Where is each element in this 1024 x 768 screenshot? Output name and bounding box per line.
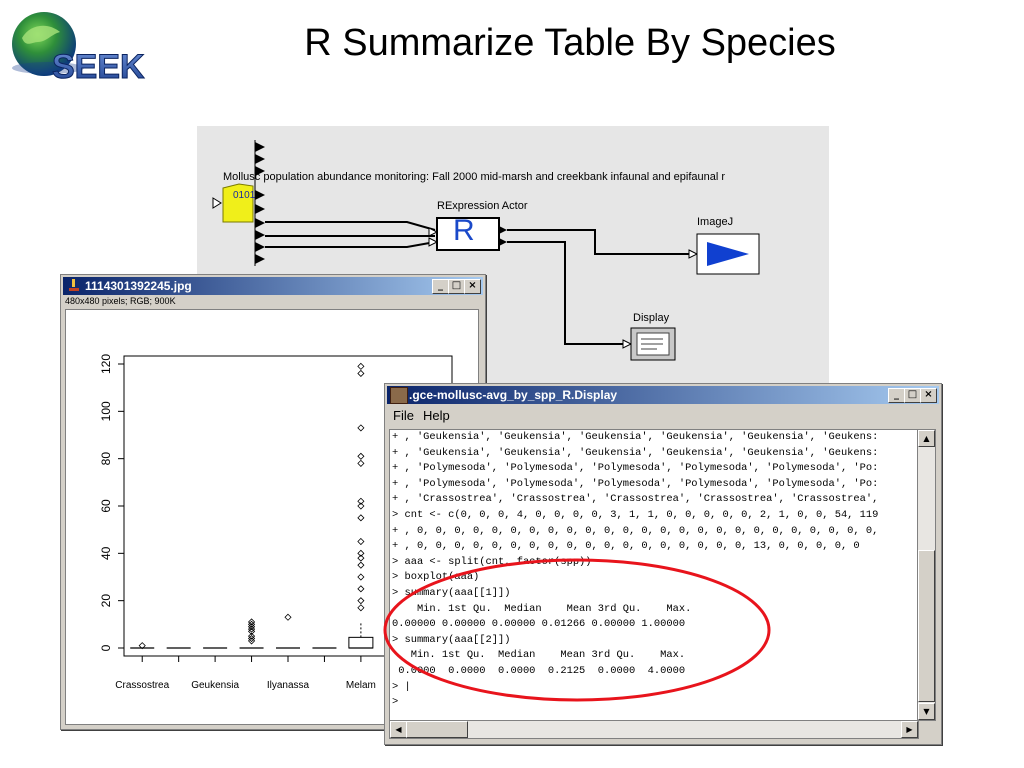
scroll-thumb[interactable]	[918, 550, 935, 702]
y-tick-label: 80	[99, 452, 113, 466]
r-display-window: .gce-mollusc-avg_by_spp_R.Display _ □ × …	[384, 383, 942, 745]
close-button[interactable]: ×	[464, 279, 481, 294]
maximize-button[interactable]: □	[904, 388, 921, 403]
outlier-point	[357, 362, 365, 370]
display-label: Display	[633, 312, 670, 324]
console-line: Min. 1st Qu. Median Mean 3rd Qu. Max.	[392, 649, 686, 662]
outlier-point	[247, 618, 256, 626]
console-line: > summary(aaa[[1]])	[392, 586, 511, 599]
console-line: + , 0, 0, 0, 0, 0, 0, 0, 0, 0, 0, 0, 0, …	[392, 524, 879, 537]
scroll-left-button[interactable]: ◀	[390, 721, 407, 738]
y-tick-label: 40	[99, 546, 113, 560]
kepler-window-icon	[390, 387, 408, 404]
outlier-point	[357, 514, 365, 522]
image-info: 480x480 pixels; RGB; 900K	[65, 296, 176, 306]
outlier-point	[357, 604, 365, 612]
outlier-point	[247, 632, 256, 640]
y-tick-label: 100	[99, 401, 113, 421]
console-line: + , 'Geukensia', 'Geukensia', 'Geukensia…	[392, 446, 879, 459]
scroll-down-button[interactable]: ▼	[918, 703, 935, 720]
outlier-point	[284, 613, 292, 621]
vertical-scrollbar[interactable]: ▲ ▼	[917, 429, 936, 721]
outlier-point	[357, 573, 365, 581]
console-line: > cnt <- c(0, 0, 0, 4, 0, 0, 0, 0, 3, 1,…	[392, 508, 879, 521]
imagej-play-icon	[707, 242, 749, 266]
close-button[interactable]: ×	[920, 388, 937, 403]
rexpression-actor-box	[436, 217, 500, 251]
menu-bar: File Help	[387, 406, 939, 426]
scroll-right-button[interactable]: ▶	[901, 721, 918, 738]
horizontal-scrollbar[interactable]: ◀ ▶	[389, 720, 919, 739]
image-window-title: 1114301392245.jpg	[85, 279, 192, 293]
image-window-titlebar[interactable]: 1114301392245.jpg _ □ ×	[63, 277, 483, 295]
console-line: + , 'Crassostrea', 'Crassostrea', 'Crass…	[392, 493, 879, 506]
outlier-point	[357, 459, 365, 467]
dataset-icon-label: 0101	[233, 190, 256, 201]
outlier-point	[247, 634, 256, 643]
console-line: Min. 1st Qu. Median Mean 3rd Qu. Max.	[392, 602, 692, 615]
r-actor-icon[interactable]: R	[453, 214, 475, 247]
x-tick-label: Geukensia	[191, 680, 239, 691]
console-line: > |	[392, 680, 411, 693]
console-line: + , 0, 0, 0, 0, 0, 0, 0, 0, 0, 0, 0, 0, …	[392, 540, 860, 553]
outlier-point	[357, 424, 365, 432]
highlight-ellipse	[383, 558, 771, 702]
dataset-output-ports	[255, 142, 265, 264]
r-window-title: .gce-mollusc-avg_by_spp_R.Display	[409, 388, 618, 402]
outlier-point	[357, 554, 365, 562]
minimize-button[interactable]: _	[888, 388, 905, 403]
outlier-point	[357, 452, 365, 460]
image-window: 1114301392245.jpg _ □ × 480x480 pixels; …	[60, 274, 486, 730]
menu-file[interactable]: File	[393, 408, 414, 423]
console-line: + , 'Geukensia', 'Geukensia', 'Geukensia…	[392, 431, 879, 443]
outlier-point	[357, 597, 365, 605]
slide-title: R Summarize Table By Species	[304, 22, 836, 64]
imagej-label: ImageJ	[697, 216, 734, 228]
x-tick-label: Melam	[346, 680, 376, 691]
console-line: > summary(aaa[[2]])	[392, 633, 511, 646]
box	[348, 636, 374, 649]
minimize-button[interactable]: _	[432, 279, 449, 294]
y-tick-label: 120	[99, 354, 113, 374]
outlier-point	[357, 497, 365, 505]
workflow-diagram	[212, 140, 760, 361]
seek-logo: SEEK	[12, 12, 146, 87]
x-tick-label: Ilyanassa	[267, 680, 310, 691]
dataset-folder-icon	[222, 183, 254, 223]
scroll-up-button[interactable]: ▲	[918, 430, 935, 447]
outlier-point	[357, 502, 365, 510]
rexpression-label: RExpression Actor	[437, 200, 528, 212]
console-line: + , 'Polymesoda', 'Polymesoda', 'Polymes…	[392, 477, 879, 490]
maximize-button[interactable]: □	[448, 279, 465, 294]
dataset-title: Mollusc population abundance monitoring:…	[223, 171, 726, 183]
console-line: 0.00000 0.00000 0.00000 0.01266 0.00000 …	[392, 618, 686, 631]
logo-text: SEEK	[52, 48, 145, 86]
console-line: >	[392, 696, 399, 709]
console-line: 0.0000 0.0000 0.0000 0.2125 0.0000 4.000…	[392, 664, 686, 677]
r-window-titlebar[interactable]: .gce-mollusc-avg_by_spp_R.Display _ □ ×	[387, 386, 939, 404]
outlier-point	[357, 537, 365, 546]
outlier-point	[357, 549, 365, 557]
y-tick-label: 60	[99, 499, 113, 513]
hscroll-thumb[interactable]	[406, 721, 468, 738]
outlier-point	[357, 561, 365, 569]
outlier-point	[138, 642, 146, 650]
console-line: + , 'Polymesoda', 'Polymesoda', 'Polymes…	[392, 462, 879, 475]
r-console-output[interactable]: + , 'Geukensia', 'Geukensia', 'Geukensia…	[389, 429, 919, 721]
outlier-point	[357, 369, 365, 378]
outlier-point	[357, 585, 365, 593]
menu-help[interactable]: Help	[422, 408, 450, 423]
imagej-microscope-icon	[67, 278, 81, 292]
y-tick-label: 20	[99, 594, 113, 608]
y-tick-label: 0	[99, 644, 113, 651]
x-tick-label: Crassostrea	[115, 680, 169, 691]
